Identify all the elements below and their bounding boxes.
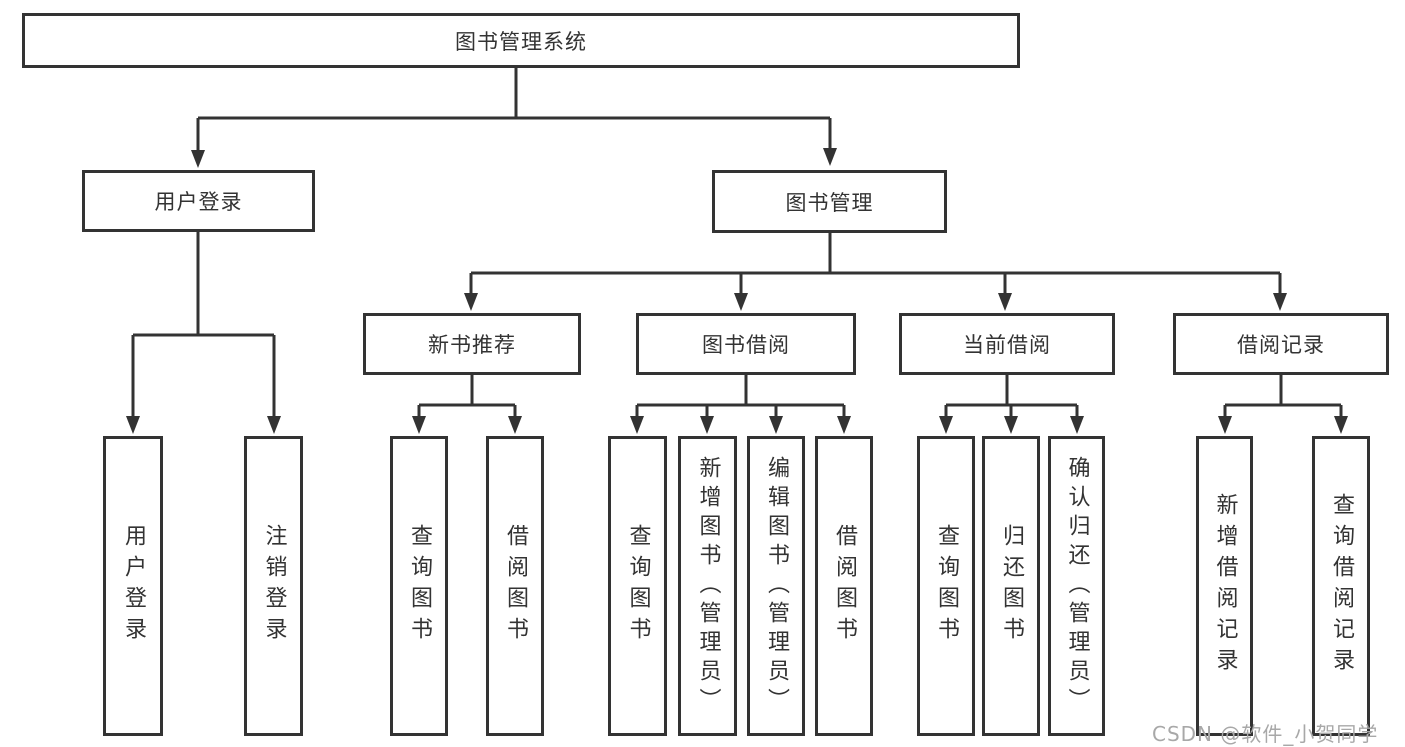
leaf-newbook-borrow-books-label: 借阅图书: [503, 524, 528, 648]
csdn-watermark: CSDN @软件_小贺同学: [1152, 722, 1379, 746]
arrowheads-records-leaves: [1218, 416, 1348, 434]
leaf-current-confirm-return-admin-label: 确认归还（管理员）: [1064, 455, 1090, 717]
node-current-borrowing: 当前借阅: [899, 313, 1115, 375]
node-user-login-label: 用户登录: [154, 190, 243, 214]
leaf-borrow-borrow-books: 借阅图书: [815, 436, 873, 736]
leaf-current-return-books-label: 归还图书: [999, 524, 1024, 648]
arrowheads-newbook-leaves: [412, 416, 522, 434]
node-book-management: 图书管理: [712, 170, 947, 233]
node-book-borrowing-label: 图书借阅: [702, 333, 790, 357]
leaf-current-confirm-return-admin: 确认归还（管理员）: [1048, 436, 1105, 736]
connector-borrow-to-leaves: [635, 374, 846, 418]
leaf-newbook-query-books-label: 查询图书: [407, 524, 432, 648]
leaf-records-query-record-label: 查询借阅记录: [1329, 493, 1354, 679]
leaf-current-return-books: 归还图书: [982, 436, 1040, 736]
connector-root-to-level2: [196, 68, 832, 152]
node-book-borrowing: 图书借阅: [636, 313, 856, 375]
leaf-current-query-books: 查询图书: [917, 436, 975, 736]
leaf-current-query-books-label: 查询图书: [934, 524, 959, 648]
leaf-logout-label: 注销登录: [261, 524, 287, 648]
node-library-management-system-label: 图书管理系统: [455, 29, 587, 54]
node-borrowing-records: 借阅记录: [1173, 313, 1389, 375]
connector-newbook-to-leaves: [417, 374, 517, 418]
leaf-borrow-query-books: 查询图书: [608, 436, 667, 736]
node-borrowing-records-label: 借阅记录: [1237, 333, 1325, 357]
leaf-newbook-query-books: 查询图书: [390, 436, 448, 736]
leaf-borrow-edit-books-admin-label: 编辑图书（管理员）: [764, 455, 789, 717]
leaf-borrow-query-books-label: 查询图书: [625, 524, 651, 648]
node-current-borrowing-label: 当前借阅: [963, 333, 1051, 357]
node-book-management-label: 图书管理: [785, 190, 874, 215]
leaf-borrow-borrow-books-label: 借阅图书: [832, 524, 857, 648]
leaf-records-query-record: 查询借阅记录: [1312, 436, 1370, 736]
arrowheads-borrow-leaves: [630, 416, 851, 434]
leaf-user-login: 用户登录: [103, 436, 163, 736]
arrowheads-level2: [191, 148, 837, 168]
connector-login-to-leaves: [131, 232, 276, 418]
node-user-login: 用户登录: [82, 170, 315, 232]
leaf-records-add-record: 新增借阅记录: [1196, 436, 1253, 736]
leaf-logout: 注销登录: [244, 436, 303, 736]
connector-records-to-leaves: [1223, 374, 1343, 418]
leaf-records-add-record-label: 新增借阅记录: [1212, 493, 1238, 679]
leaf-borrow-add-books-admin-label: 新增图书（管理员）: [695, 455, 721, 717]
node-new-book-recommend-label: 新书推荐: [428, 333, 516, 357]
arrowheads-level3: [464, 293, 1287, 311]
leaf-borrow-add-books-admin: 新增图书（管理员）: [678, 436, 737, 736]
connector-current-to-leaves: [944, 374, 1079, 418]
node-new-book-recommend: 新书推荐: [363, 313, 581, 375]
node-library-management-system: 图书管理系统: [22, 13, 1020, 68]
leaf-newbook-borrow-books: 借阅图书: [486, 436, 544, 736]
leaf-user-login-label: 用户登录: [121, 524, 146, 648]
arrowheads-login-leaves: [126, 416, 281, 434]
leaf-borrow-edit-books-admin: 编辑图书（管理员）: [747, 436, 805, 736]
arrowheads-current-leaves: [939, 416, 1084, 434]
connector-mgmt-to-level3: [469, 232, 1282, 295]
